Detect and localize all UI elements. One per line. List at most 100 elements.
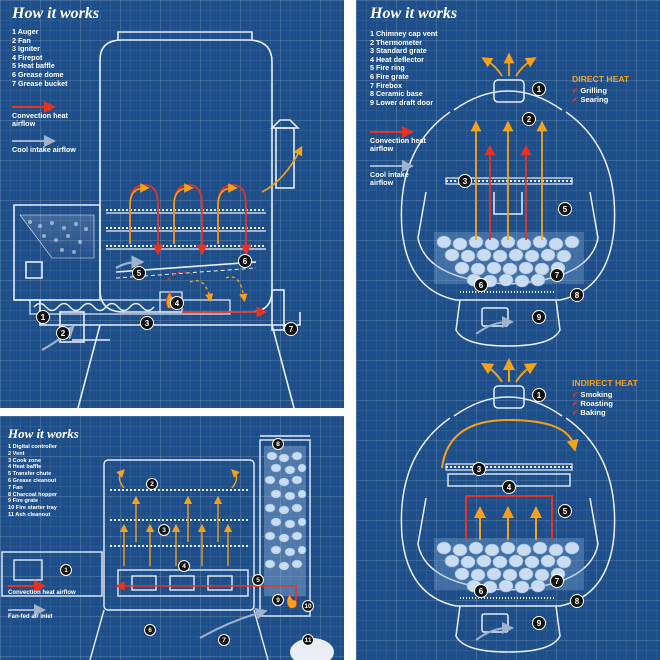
smoker-part: 5 Transfer chute [8,471,52,478]
kamado-direct-marker-2: 2 [522,112,536,126]
pellet-marker-4: 4 [170,296,184,310]
smoker-part: 10 Fire starter tray [8,505,57,512]
kamado-part: 2 Thermometer [370,37,422,47]
kamado-title: How it works [370,5,458,22]
fan-inlet-arrows [199,607,268,639]
smoker-marker-7: 7 [218,634,230,646]
kamado-convection-label: Convection heat airflow [370,136,426,154]
kamado-indirect-marker-9: 9 [532,616,546,630]
pellet-marker-1: 1 [36,310,50,324]
smoker-drawing [1,435,334,660]
smoker-part: 9 Fire grate [8,498,39,505]
kamado-indirect-marker-6: 6 [474,584,488,598]
auger-tube-shape [29,299,231,315]
smoker-marker-3: 3 [158,524,170,536]
pellet-marker-7: 7 [284,322,298,336]
kamado-part: 1 Chimney cap vent [370,29,438,38]
kamado-direct-arrows [470,52,548,335]
charcoal-pile [264,446,307,596]
pellet-grates-rails [106,212,266,250]
kamado-parts-legend: 1 Chimney cap vent 2 Thermometer 3 Stand… [370,29,438,107]
smoker-part: 11 Ash cleanout [8,511,51,518]
direct-heat-item: Searing [572,95,608,104]
kamado-direct-marker-1: 1 [532,82,546,96]
indirect-heat-item: Smoking [572,390,613,399]
smoker-marker-2: 2 [146,478,158,490]
smoker-marker-4: 4 [178,560,190,572]
smoker-marker-10: 10 [302,600,314,612]
pellet-part: 3 Igniter [12,44,40,54]
pellet-parts-legend: 1 Auger 2 Fan 3 Igniter 4 Firepot 5 Heat… [12,27,68,88]
smoker-part: 2 Vent [8,450,25,457]
kamado-part: 6 Fire grate [370,71,409,81]
indirect-heat-item: Roasting [572,399,613,408]
pellet-part: 7 Grease bucket [12,78,68,88]
pellet-part: 2 Fan [12,35,31,45]
fire-starter-flame [286,593,297,609]
kamado-cool-label: Cool intake airflow [370,170,409,188]
pellet-grates [106,209,266,247]
smoker-part: 7 Fan [8,484,23,491]
kamado-indirect-marker-5: 5 [558,504,572,518]
kamado-direct-marker-5: 5 [558,202,572,216]
pellet-marker-2: 2 [56,326,70,340]
smoker-convection-label: Convection heat airflow [8,590,76,596]
direct-heat-title: DIRECT HEAT [572,74,630,84]
pellet-part: 4 Firepot [12,52,43,62]
pellet-title: How it works [12,5,100,22]
pellets-texture [28,220,88,254]
smoker-marker-8: 8 [272,438,284,450]
kamado-part: 3 Standard grate [370,46,427,56]
kamado-indirect-marker-7: 7 [550,574,564,588]
smoker-title: How it works [8,426,79,441]
smoker-part: 3 Cook zone [8,457,41,464]
kamado-indirect-arrows [441,358,579,641]
auger-screw-shape [33,302,155,312]
smoker-part: 1 Digital controller [8,444,58,450]
kamado-part: 5 Fire ring [370,63,405,73]
pellet-marker-3: 3 [140,316,154,330]
pellet-marker-6: 6 [238,254,252,268]
smoker-grates [110,489,248,547]
kamado-direct-marker-7: 7 [550,268,564,282]
kamado-part: 8 Ceramic base [370,89,423,99]
kamado-indirect-marker-8: 8 [570,594,584,608]
kamado-indirect-marker-4: 4 [502,480,516,494]
kamado-part: 9 Lower draft door [370,97,434,107]
pellet-grill-panel: How it works 1 Auger 2 Fan 3 Igniter 4 F… [0,0,344,408]
smoker-marker-6: 6 [144,624,156,636]
pellet-marker-5: 5 [132,266,146,280]
pellet-part: 5 Heat baffle [12,61,55,71]
pellet-part: 6 Grease dome [12,69,64,79]
kamado-indirect-marker-1: 1 [532,388,546,402]
heat-arrows [129,145,303,244]
pellet-grill-outline [13,31,301,408]
smoker-heat-arrows [116,469,240,566]
smoker-marker-11: 11 [302,634,314,646]
smoker-part: 4 Heat baffle [8,464,42,471]
kamado-direct-marker-3: 3 [458,174,472,188]
smoker-marker-9: 9 [272,594,284,606]
smoker-panel: How it works 1 Digital controller 2 Vent… [0,416,344,660]
indirect-heat-list: Smoking Roasting Baking [572,390,613,418]
indirect-heat-title: INDIRECT HEAT [572,378,638,388]
kamado-indirect-marker-3: 3 [472,462,486,476]
indirect-heat-item: Baking [572,408,613,417]
direct-heat-list: Grilling Searing [572,86,608,104]
pellet-convection-label: Convection heat airflow [12,111,68,129]
kamado-part: 4 Heat deflector [370,54,424,64]
smoker-part: 8 Charcoal hopper [8,491,58,498]
kamado-panel: How it works 1 Chimney cap vent 2 Thermo… [356,0,660,660]
smoker-parts-legend: 1 Digital controller 2 Vent 3 Cook zone … [8,444,57,519]
smoker-marker-1: 1 [60,564,72,576]
smoker-part: 6 Grease cleanout [8,477,57,484]
kamado-direct-marker-6: 6 [474,278,488,292]
kamado-direct-marker-8: 8 [570,288,584,302]
kamado-direct-marker-9: 9 [532,310,546,324]
smoker-marker-5: 5 [252,574,264,586]
grease-flow-arrows [189,276,248,303]
smoker-convection-arrows [115,581,297,602]
pellet-part: 1 Auger [12,27,39,36]
direct-heat-item: Grilling [572,86,608,95]
kamado-part: 7 Firebox [370,80,402,90]
